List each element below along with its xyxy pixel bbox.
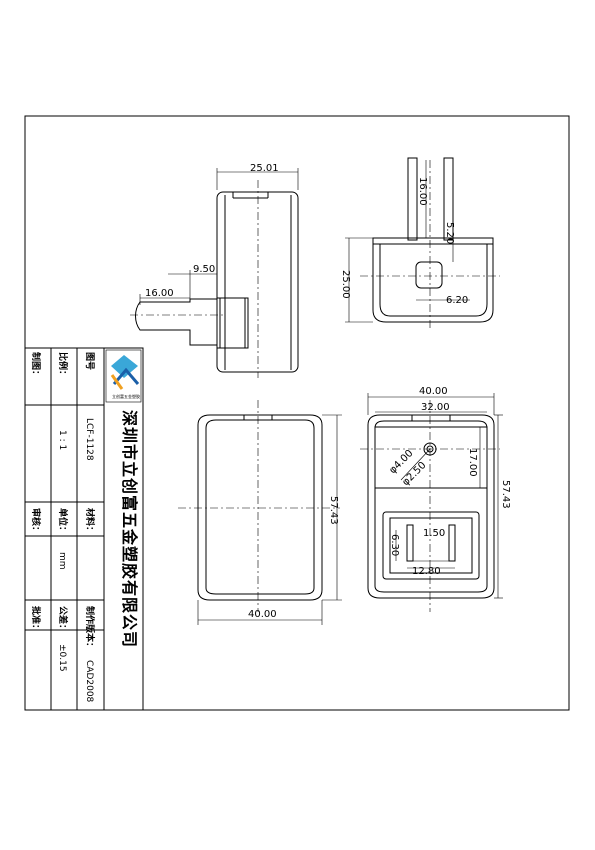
dim-front-height: 57.43: [500, 480, 511, 509]
dim-pin-spacing: 12.80: [412, 566, 441, 577]
company-logo: 立创富五金塑胶: [105, 349, 142, 403]
title-block: [24, 347, 144, 711]
drafter-label: 制图：: [30, 352, 42, 379]
dim-prong-ext: 16.00: [145, 288, 174, 299]
front-view-dims: [197, 414, 342, 625]
dim-back-width: 40.00: [248, 609, 277, 620]
dim-end-socket: 6.20: [446, 295, 468, 306]
tolerance-value: ±0.15: [57, 644, 67, 672]
back-view-dims: [367, 393, 503, 599]
drawing-frame: [24, 115, 570, 711]
side-view: [130, 180, 299, 378]
logo-caption: 立创富五金塑胶: [112, 393, 140, 399]
unit-label: 单位：: [57, 508, 69, 535]
drawing-no-label: 图号: [84, 352, 95, 370]
drawing-no-value: LCF-1128: [84, 418, 94, 461]
end-view-dims: [345, 160, 470, 323]
dim-pin-gap: 1.50: [423, 528, 445, 539]
dim-end-height: 25.00: [340, 270, 351, 299]
dim-front-width: 40.00: [419, 386, 448, 397]
dim-window-height: 17.00: [467, 448, 478, 477]
scale-value: 1 : 1: [57, 430, 67, 450]
unit-value: mm: [57, 552, 67, 570]
dim-front-inner-width: 32.00: [421, 402, 450, 413]
approver-label: 批准：: [30, 606, 42, 633]
dim-top-width: 25.01: [250, 163, 279, 174]
side-view-dims: [139, 168, 299, 305]
back-view: [360, 400, 500, 612]
dim-back-height: 57.43: [328, 496, 339, 525]
tolerance-label: 公差：: [57, 606, 69, 633]
dim-prong-offset: 9.50: [193, 264, 215, 275]
dim-prong-length: 16.00: [417, 177, 428, 206]
material-label: 材料：: [84, 507, 96, 535]
end-view: [360, 157, 500, 330]
dim-end-prong-offset: 5.20: [444, 222, 455, 244]
reviewer-label: 审核：: [30, 508, 42, 535]
company-name: 深圳市立创富五金塑胶有限公司: [120, 410, 139, 648]
version-value: CAD2008: [84, 660, 94, 703]
version-label: 制作版本：: [84, 606, 96, 651]
scale-label: 比例：: [57, 352, 69, 379]
front-view: [178, 400, 340, 612]
dim-pin-height: 6.30: [389, 534, 400, 556]
